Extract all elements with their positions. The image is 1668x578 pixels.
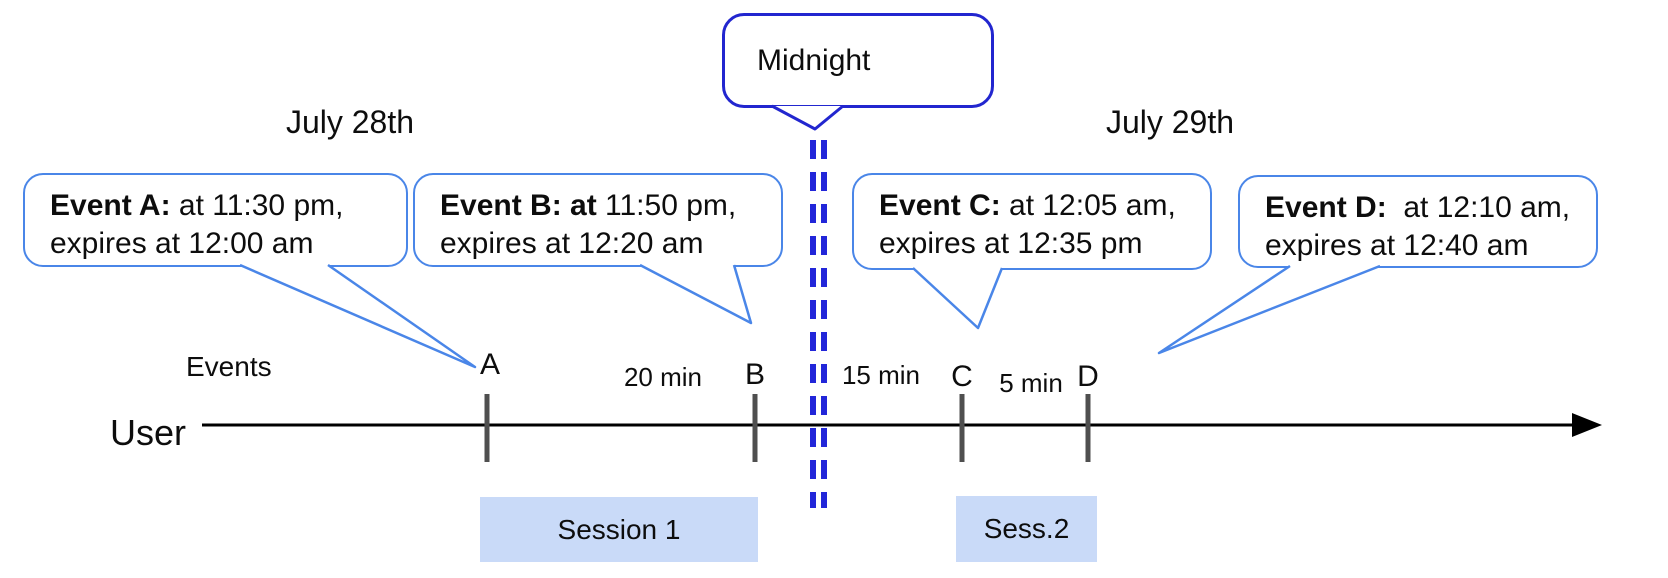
event-a-line2: expires at 12:00 am [50, 227, 314, 260]
event-c-bold: Event C: [879, 189, 1001, 222]
event-a-line1: Event A: at 11:30 pm, [50, 187, 398, 225]
tick-label-a: A [479, 348, 500, 381]
event-c-rest: at 12:05 am, [1000, 189, 1176, 222]
event-b-callout: Event B: at 11:50 pm, expires at 12:20 a… [413, 173, 783, 267]
session-1-box: Session 1 [480, 497, 758, 562]
user-axis-label: User [110, 412, 187, 453]
event-d-callout-tail [1157, 264, 1381, 355]
event-b-line2: expires at 12:20 am [440, 227, 704, 260]
date-july-28: July 28th [285, 104, 415, 140]
session-2-box: Sess.2 [956, 496, 1097, 562]
event-b-bold: Event B: at [440, 189, 597, 222]
session-1-label: Session 1 [557, 513, 681, 545]
date-july-29: July 29th [1105, 104, 1235, 140]
event-d-line1: Event D: at 12:10 am, [1265, 189, 1588, 227]
event-c-line2: expires at 12:35 pm [879, 227, 1143, 260]
event-b-line1: Event B: at 11:50 pm, [440, 187, 773, 225]
tick-label-b: B [744, 358, 765, 391]
event-b-callout-tail [639, 263, 753, 325]
event-c-line1: Event C: at 12:05 am, [879, 187, 1202, 225]
event-d-line2: expires at 12:40 am [1265, 229, 1529, 262]
event-c-callout: Event C: at 12:05 am, expires at 12:35 p… [852, 173, 1212, 270]
event-d-rest: at 12:10 am, [1386, 191, 1571, 224]
midnight-callout: Midnight [722, 13, 994, 108]
gap-label-5min: 5 min [999, 368, 1063, 398]
event-b-rest: 11:50 pm, [596, 189, 737, 222]
gap-label-20min: 20 min [623, 362, 703, 392]
event-a-bold: Event A: [50, 189, 171, 222]
event-a-callout: Event A: at 11:30 pm, expires at 12:00 a… [23, 173, 408, 267]
session-2-label: Sess.2 [983, 513, 1070, 544]
tick-label-d: D [1077, 360, 1099, 393]
midnight-label: Midnight [757, 43, 871, 77]
events-axis-label: Events [186, 351, 272, 382]
event-c-callout-tail [912, 267, 1004, 330]
event-d-bold: Event D: [1265, 191, 1387, 224]
event-a-rest: at 11:30 pm, [170, 189, 344, 222]
timeline-arrowhead-icon [1572, 413, 1602, 437]
gap-label-15min: 15 min [841, 360, 921, 390]
midnight-callout-tail [771, 104, 844, 131]
event-d-callout: Event D: at 12:10 am, expires at 12:40 a… [1238, 175, 1598, 268]
tick-label-c: C [951, 360, 973, 393]
event-a-callout-tail [239, 263, 477, 369]
